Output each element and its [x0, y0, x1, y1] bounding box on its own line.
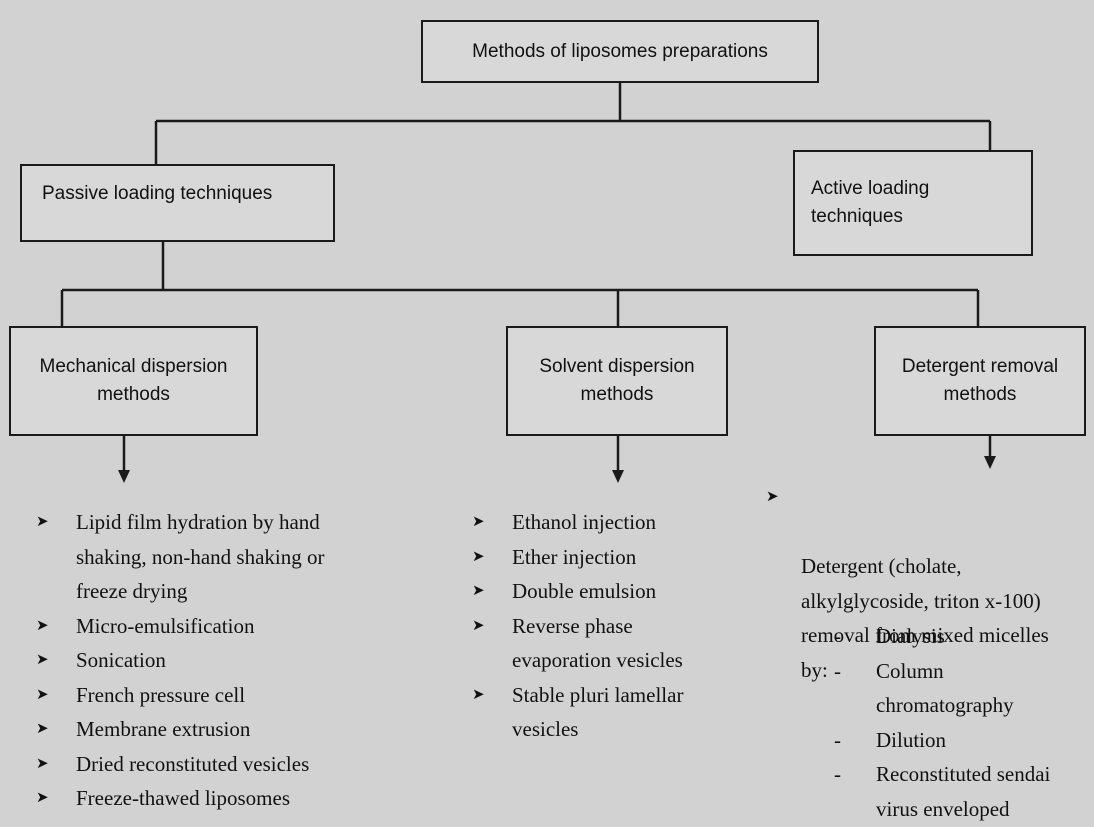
list-item-continued: shaking, non-hand shaking or	[76, 544, 325, 569]
bullet-arrow-icon: ➤	[36, 790, 49, 806]
list-item: ➤French pressure cell	[36, 678, 324, 713]
active-loading-box: Active loading techniques	[793, 150, 1033, 256]
list-item-continued: chromatography	[876, 693, 1014, 717]
dash-marker: -	[834, 624, 841, 648]
detergent-sub-list: -Dialysis -Column chromatography -Diluti…	[834, 619, 1050, 826]
solvent-dispersion-box: Solvent dispersion methods	[506, 326, 728, 436]
bullet-arrow-icon: ➤	[36, 617, 49, 634]
dash-marker: -	[834, 727, 841, 752]
list-item: ➤Freeze-thawed liposomes	[36, 781, 324, 816]
mechanical-methods-list: ➤Lipid film hydration by hand shaking, n…	[36, 505, 324, 816]
list-item: ➤Double emulsion	[472, 574, 712, 609]
bullet-arrow-icon: ➤	[472, 548, 485, 565]
bullet-arrow-icon: ➤	[472, 686, 485, 703]
solvent-dispersion-label: Solvent dispersion methods	[539, 356, 695, 405]
detergent-removal-box: Detergent removal methods	[874, 326, 1086, 436]
bullet-arrow-icon: ➤	[472, 514, 485, 530]
bullet-arrow-icon: ➤	[472, 583, 485, 599]
list-item: ➤Lipid film hydration by hand	[36, 505, 324, 540]
bullet-arrow-icon: ➤	[36, 514, 49, 530]
list-item: ➤Ethanol injection	[472, 505, 712, 540]
list-item: ➤Ether injection	[472, 540, 712, 575]
list-item: ➤Sonication	[36, 643, 324, 678]
list-item: -Dilution	[834, 723, 1050, 758]
arrowhead-solvent	[612, 470, 624, 483]
passive-loading-label: Passive loading techniques	[42, 183, 273, 204]
list-item: ➤Stable pluri lamellar	[472, 678, 712, 713]
detergent-removal-label: Detergent removal methods	[901, 356, 1059, 405]
bullet-arrow-icon: ➤	[36, 755, 49, 772]
root-box: Methods of liposomes preparations	[421, 20, 819, 83]
list-item-continued: virus enveloped	[876, 796, 1010, 821]
arrowhead-mechanical	[118, 470, 130, 483]
detergent-methods-text: ➤ Detergent (cholate, alkylglycoside, tr…	[766, 480, 1092, 722]
list-item-continued: freeze drying	[76, 579, 188, 603]
mechanical-dispersion-box: Mechanical dispersion methods	[9, 326, 258, 436]
list-item: -Column	[834, 654, 1050, 689]
list-item: -Dialysis	[834, 619, 1050, 654]
active-loading-label: Active loading techniques	[811, 178, 930, 227]
bullet-arrow-icon: ➤	[36, 686, 49, 703]
solvent-methods-list: ➤Ethanol injection ➤Ether injection ➤Dou…	[472, 505, 712, 747]
dash-marker: -	[834, 762, 841, 786]
list-item: ➤Membrane extrusion	[36, 712, 324, 747]
dash-marker: -	[834, 658, 841, 683]
bullet-arrow-icon: ➤	[472, 617, 485, 634]
arrowhead-detergent	[984, 456, 996, 469]
passive-loading-box: Passive loading techniques	[20, 164, 335, 242]
mechanical-dispersion-label: Mechanical dispersion methods	[39, 356, 228, 405]
detergent-intro: Detergent (cholate, alkylglycoside, trit…	[801, 554, 1049, 682]
list-item-continued: evaporation vesicles	[512, 648, 683, 672]
bullet-arrow-icon: ➤	[36, 721, 49, 737]
bullet-arrow-icon: ➤	[36, 652, 49, 668]
list-item: ➤Micro-emulsification	[36, 609, 324, 644]
list-item-continued: vesicles	[512, 717, 579, 741]
list-item: ➤Reverse phase	[472, 609, 712, 644]
list-item: ➤Dried reconstituted vesicles	[36, 747, 324, 782]
list-item: -Reconstituted sendai	[834, 757, 1050, 792]
bullet-arrow-icon: ➤	[766, 489, 779, 505]
root-label: Methods of liposomes preparations	[472, 40, 768, 62]
